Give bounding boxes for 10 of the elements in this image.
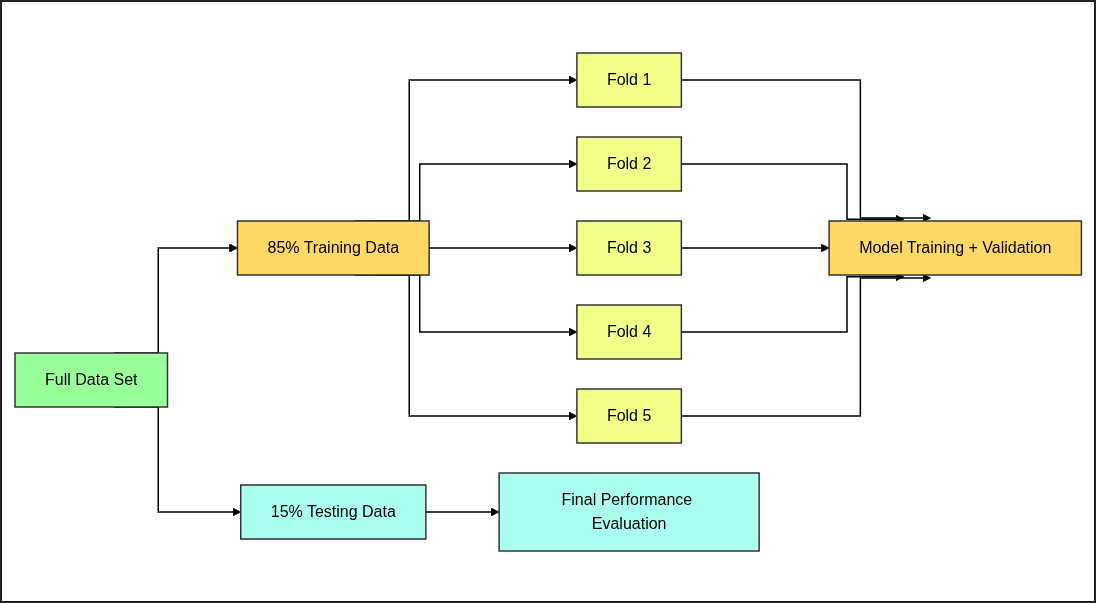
node-box: 85% Training Data [236,219,430,276]
node-box: Fold 1 [575,51,682,108]
node-box: Fold 3 [575,219,682,276]
node-box: Fold 2 [575,135,682,192]
node-box: Fold 5 [575,387,682,444]
node-box: Fold 4 [575,303,682,360]
node-box: Model Training + Validation [828,219,1082,276]
node-box: 15% Testing Data [239,483,427,540]
node-box: Full Data Set [14,351,169,408]
node-box: Final Performance Evaluation [498,471,760,552]
